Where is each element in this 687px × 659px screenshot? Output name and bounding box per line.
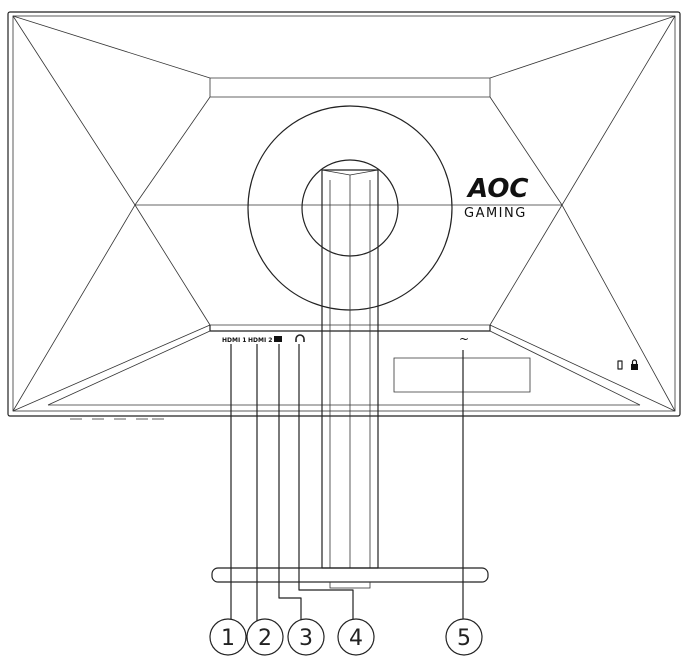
logo-sub: GAMING: [464, 206, 527, 221]
displayport-icon: [274, 336, 282, 342]
stand-base: [211, 567, 489, 589]
monitor-back-panel: [7, 11, 681, 420]
svg-text:3: 3: [299, 626, 313, 651]
lock-icon: [631, 359, 638, 370]
port-labels: HDMI 1 HDMI 2 ~: [222, 332, 469, 346]
callout-leaders: [230, 344, 464, 650]
callout-3: 3: [287, 618, 325, 656]
svg-text:2: 2: [258, 626, 272, 651]
lock-symbols: [617, 359, 638, 370]
callout-2: 2: [246, 618, 284, 656]
kensington-slot-icon: [617, 360, 623, 370]
port-label-hdmi1: HDMI 1: [222, 337, 246, 344]
stand-neck: [321, 169, 379, 569]
ac-power-icon: ~: [459, 332, 469, 346]
logo-brand: AOC: [466, 174, 529, 204]
port-label-hdmi2: HDMI 2: [248, 337, 272, 344]
headphone-icon: [295, 334, 305, 342]
callout-5: 5: [445, 618, 483, 656]
svg-text:4: 4: [349, 626, 363, 651]
callout-1: 1: [209, 618, 247, 656]
svg-text:1: 1: [221, 626, 235, 651]
callout-4: 4: [337, 618, 375, 656]
aoc-gaming-logo: AOC GAMING: [464, 174, 529, 221]
callout-markers: 1 2 3 4 5: [209, 618, 483, 656]
svg-text:5: 5: [457, 626, 471, 651]
